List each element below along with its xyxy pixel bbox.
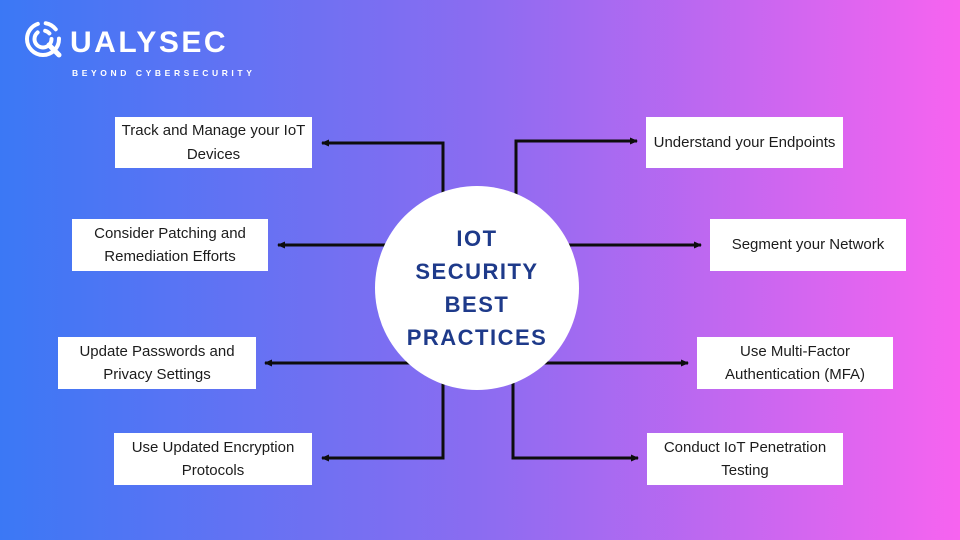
central-title-circle: IOT SECURITY BEST PRACTICES: [375, 186, 579, 390]
qualysec-logo: UALYSEC BEYOND CYBERSECURITY: [22, 18, 255, 78]
practice-box-iot-penetration-testing: Conduct IoT Penetration Testing: [647, 433, 843, 485]
practice-box-multi-factor-authentication: Use Multi-Factor Authentication (MFA): [697, 337, 893, 389]
center-title-line-1: IOT: [456, 226, 498, 251]
qualysec-q-icon: [22, 18, 66, 67]
logo-row: UALYSEC: [22, 18, 255, 67]
center-title-line-3: BEST: [444, 292, 510, 317]
practice-box-patching-remediation: Consider Patching and Remediation Effort…: [72, 219, 268, 271]
center-title-line-2: SECURITY: [415, 259, 539, 284]
practice-box-updated-encryption-protocols: Use Updated Encryption Protocols: [114, 433, 312, 485]
center-title-line-4: PRACTICES: [406, 325, 548, 350]
practice-box-track-manage-iot-devices: Track and Manage your IoT Devices: [115, 117, 312, 168]
practice-box-update-passwords-privacy: Update Passwords and Privacy Settings: [58, 337, 256, 389]
practice-box-understand-endpoints: Understand your Endpoints: [646, 117, 843, 168]
practice-box-segment-network: Segment your Network: [710, 219, 906, 271]
logo-brand-text: UALYSEC: [70, 25, 229, 59]
logo-tagline: BEYOND CYBERSECURITY: [72, 68, 256, 78]
